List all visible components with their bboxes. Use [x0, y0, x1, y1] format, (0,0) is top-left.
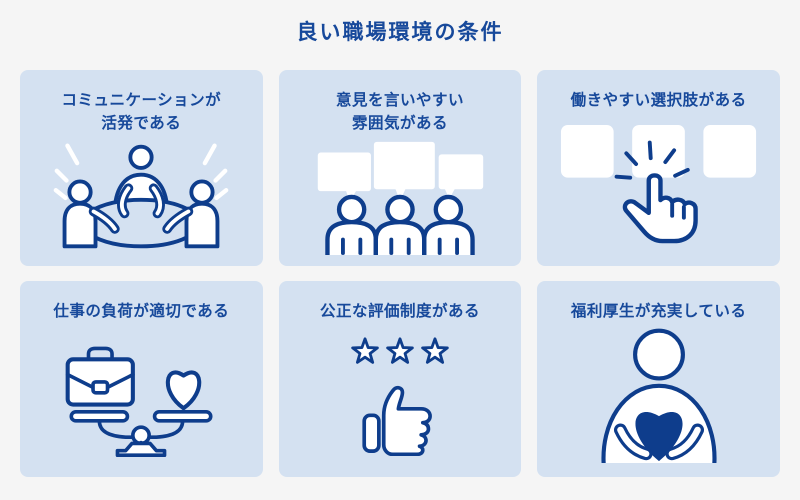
- stars-thumbs-up-icon: [351, 337, 449, 457]
- card-label: 公正な評価制度がある: [319, 302, 480, 320]
- card-label: 働きやすい選択肢がある: [570, 91, 747, 109]
- meeting-table-icon: [53, 143, 229, 249]
- card-communication: コミュニケーションが 活発である: [20, 70, 263, 266]
- condition-cards-grid: コミュニケーションが 活発である: [20, 70, 780, 477]
- card-fair-evaluation: 公正な評価制度がある: [278, 281, 522, 477]
- card-label: コミュニケーションが 活発である: [61, 91, 222, 133]
- card-label: 意見を言いやすい 雰囲気がある: [335, 91, 464, 133]
- card-workload: 仕事の負荷が適切である: [20, 281, 263, 477]
- card-open-opinions: 意見を言いやすい 雰囲気がある: [278, 70, 522, 266]
- card-welfare: 福利厚生が充実している: [537, 281, 780, 477]
- holding-heart-icon: [601, 328, 717, 464]
- card-label: 福利厚生が充実している: [570, 302, 747, 320]
- balance-scale-icon: [65, 346, 213, 457]
- speech-bubbles-icon: [317, 141, 484, 255]
- card-work-options: 働きやすい選択肢がある: [537, 70, 780, 266]
- page-title: 良い職場環境の条件: [296, 20, 504, 44]
- card-label: 仕事の負荷が適切である: [53, 302, 230, 320]
- click-choice-icon: [560, 124, 756, 243]
